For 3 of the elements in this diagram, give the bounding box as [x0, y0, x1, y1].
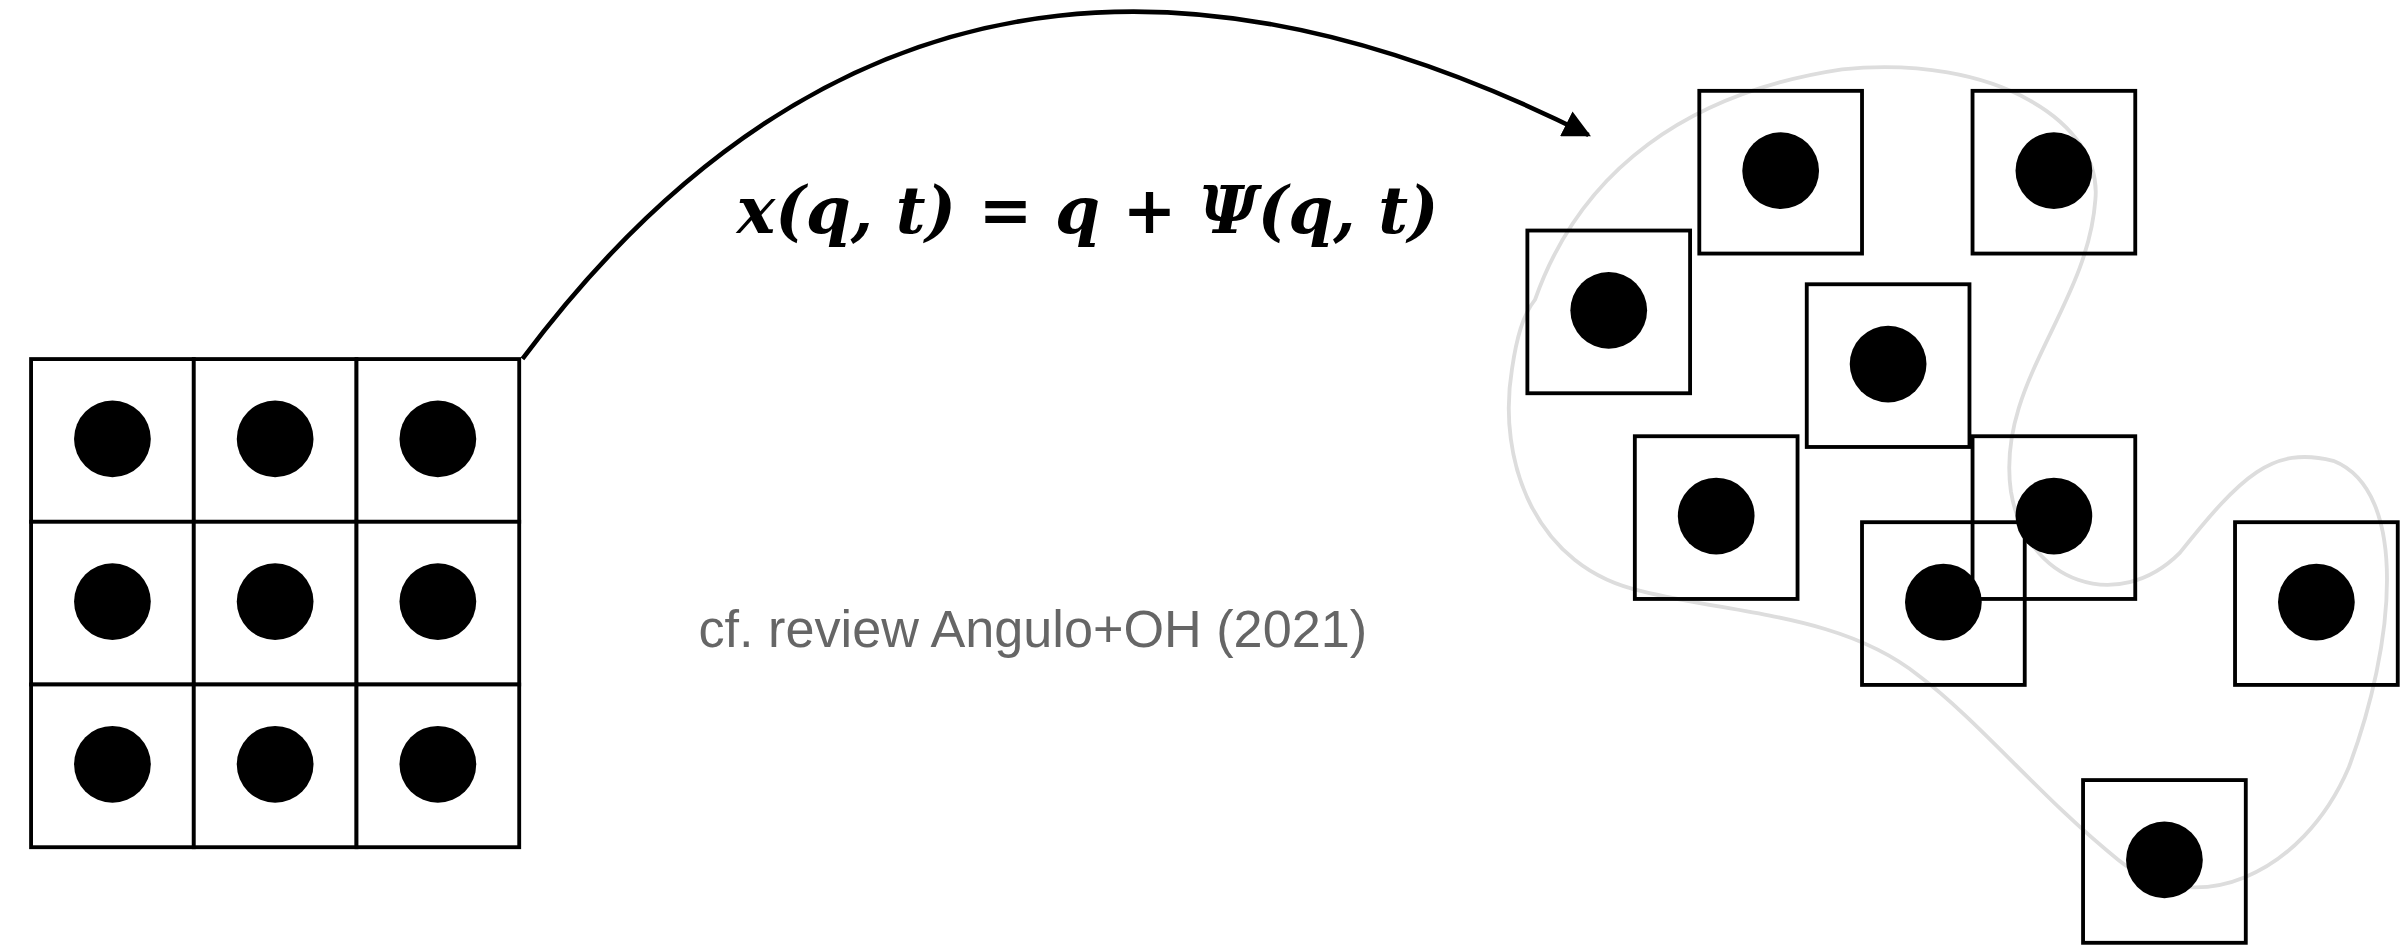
curved-arrow: [520, 9, 1591, 361]
particle-grid-drawing: [27, 356, 522, 851]
citation-note: cf. review Angulo+OH (2021): [698, 598, 1368, 659]
